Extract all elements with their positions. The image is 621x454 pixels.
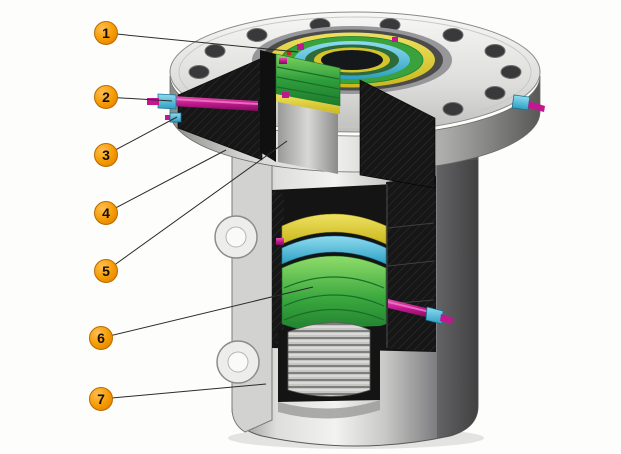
leader-line-6 <box>100 286 314 339</box>
seal-ring-cyan <box>281 235 387 265</box>
hex-nut-cyan <box>425 306 444 325</box>
seal-screw-tip <box>282 92 289 98</box>
callout-5: 5 <box>94 259 118 283</box>
leader-line-3 <box>105 116 178 156</box>
bolt-hole <box>188 65 210 79</box>
callout-circle <box>94 143 118 167</box>
lock-screw-lower-right <box>388 299 453 325</box>
threaded-bore <box>287 322 371 397</box>
seal-screw-tip <box>279 58 287 64</box>
callout-circle <box>89 387 113 411</box>
callout-number: 1 <box>102 25 110 41</box>
bolt-hole <box>442 102 464 116</box>
callout-1: 1 <box>94 21 118 45</box>
bolt-hole <box>484 86 506 100</box>
outlet-port-lower <box>216 340 260 384</box>
outlet-port-upper <box>214 215 258 259</box>
callout-3: 3 <box>94 143 118 167</box>
callout-6: 6 <box>89 326 113 350</box>
flange-bolt-holes <box>188 18 522 116</box>
bolt-upper-right <box>511 94 545 112</box>
bolt-hole <box>484 44 506 58</box>
callout-number: 2 <box>102 89 110 105</box>
callout-number: 7 <box>97 391 105 407</box>
callout-circle <box>89 326 113 350</box>
callout-number: 6 <box>97 330 105 346</box>
bolt-hole <box>204 44 226 58</box>
callout-number: 3 <box>102 147 110 163</box>
callout-circle <box>94 21 118 45</box>
leader-line-7 <box>100 383 267 400</box>
bolt-hole <box>442 28 464 42</box>
callout-4: 4 <box>94 201 118 225</box>
seal-screw-tip <box>276 238 284 245</box>
seal-screw-tip <box>297 44 304 50</box>
callout-circle <box>94 85 118 109</box>
leader-line-4 <box>105 149 227 214</box>
leader-line-5 <box>105 140 288 272</box>
section-strip-left <box>214 149 273 433</box>
upper-cutaway-section <box>177 50 436 189</box>
bolt-hole <box>246 28 268 42</box>
callout-number: 5 <box>102 263 110 279</box>
seal-screw-tip <box>392 37 398 42</box>
screw-tip <box>440 314 453 324</box>
bolt-hole <box>500 65 522 79</box>
lower-cutaway-section <box>272 176 436 419</box>
callout-circle <box>94 259 118 283</box>
seal-marker <box>286 50 292 56</box>
callout-2: 2 <box>94 85 118 109</box>
casing-hanger-upper <box>275 50 341 174</box>
casing-hanger-lower <box>276 213 387 336</box>
callout-circle <box>94 201 118 225</box>
callout-7: 7 <box>89 387 113 411</box>
screw-tip <box>147 98 159 105</box>
screw-tip <box>165 115 170 120</box>
leader-line-1 <box>105 32 299 53</box>
seal-ring-yellow <box>281 213 387 245</box>
callout-number: 4 <box>102 205 110 221</box>
